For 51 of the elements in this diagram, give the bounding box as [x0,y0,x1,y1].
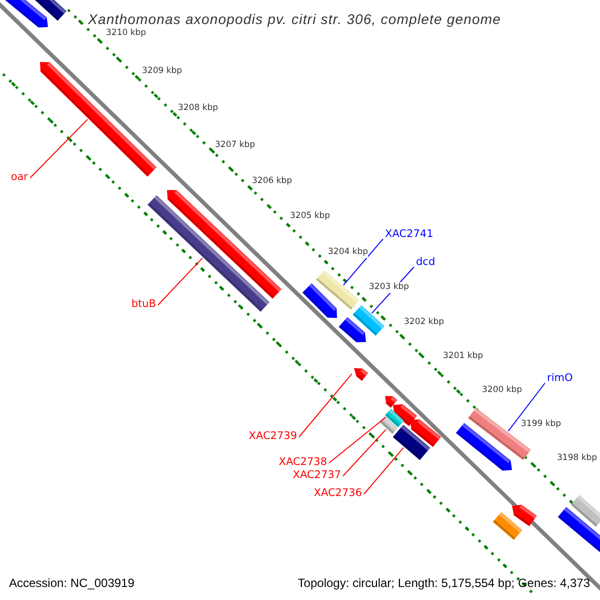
gene-block [392,424,430,460]
gene-block [570,495,600,527]
scale-label: 3202 kbp [404,317,444,328]
leader-line [30,118,88,178]
scale-label: 3199 kbp [521,419,562,430]
gene-block [354,368,368,381]
gene-block [385,396,398,408]
gene-block [34,0,66,21]
gene-block [512,504,537,526]
gene-label: XAC2736 [314,487,362,500]
gene-label: btuB [131,298,156,311]
leader-line [364,447,404,494]
gene-label: XAC2737 [292,469,341,482]
gene-block [456,422,512,471]
gene-block [167,190,282,299]
scale-label: 3207 kbp [215,140,256,151]
scale-label: 3209 kbp [142,66,182,77]
gene-block [316,270,360,310]
scale-label: 3206 kbp [252,176,292,187]
genome-summary-text: Topology: circular; Length: 5,175,554 bp; Genes: 4,373 [298,575,590,592]
gene-label: XAC2739 [248,430,297,443]
scale-label: 3210 kbp [106,28,146,39]
scale-label: 3203 kbp [369,282,410,293]
scale-label: 3204 kbp [328,247,368,258]
gene-block [338,317,366,342]
scale-label: 3198 kbp [557,453,598,464]
leader-line [342,428,386,476]
gene-block [352,305,384,336]
gene-block [4,0,48,28]
scale-label: 3200 kbp [482,385,522,396]
gene-block [379,416,398,434]
gene-label: XAC2741 [385,228,434,241]
gene-label: dcd [416,256,436,269]
leader-line [158,258,203,306]
leader-line [508,382,546,432]
diagram-title: Xanthomonas axonopodis pv. citri str. 306, complete genome [88,10,502,28]
gene-label: oar [10,171,28,184]
leader-line [298,373,352,438]
gene-block [302,283,337,318]
leader-line [328,416,386,464]
gene-label: rimO [547,372,573,385]
gene-block [492,512,522,540]
scale-label: 3201 kbp [443,351,484,362]
scale-label: 3208 kbp [178,103,218,114]
accession-text: Accession: NC_003919 [9,575,134,592]
gene-block [558,507,600,553]
gene-block [384,408,404,428]
leader-line [342,238,384,286]
gene-block [410,419,442,448]
scale-label: 3205 kbp [290,211,330,222]
gene-label: XAC2738 [278,456,327,469]
